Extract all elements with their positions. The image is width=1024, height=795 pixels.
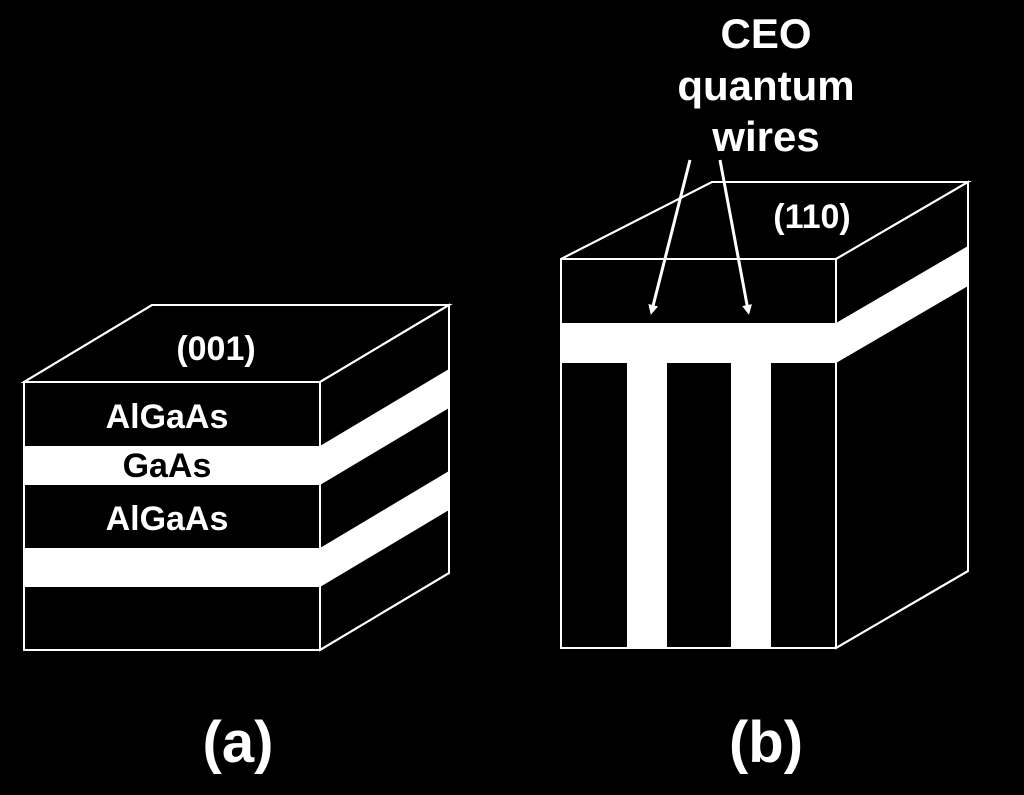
cube-a-layer-label-top: AlGaAs	[106, 398, 229, 436]
caption-b: (b)	[729, 710, 803, 775]
arrow-to-wire-1	[648, 159, 692, 315]
cube-b-front-face	[560, 258, 837, 649]
caption-a: (a)	[203, 710, 274, 775]
cube-b-top-face-label: (110)	[773, 198, 851, 236]
cube-b: (110)	[560, 180, 972, 650]
cube-b-quantum-well-2	[731, 363, 771, 648]
cube-a-layer-label-bottom: AlGaAs	[106, 500, 229, 538]
cube-a-lower-band-side	[320, 471, 449, 587]
cube-a-top-face-label: (001)	[176, 330, 255, 368]
cube-a-front-face	[23, 381, 321, 651]
cube-a-gaas-band-side	[320, 369, 449, 485]
cube-b-right-face	[835, 180, 969, 650]
arrow-to-wire-2	[718, 159, 752, 315]
cube-a: (001) AlGaAs GaAs AlGaAs	[20, 303, 453, 652]
cube-a-lower-band-front	[24, 548, 320, 587]
annotation-line-1: CEO	[720, 10, 811, 57]
cube-b-overgrowth-band-side	[836, 246, 968, 363]
cube-a-layer-label-gaas: GaAs	[123, 447, 212, 485]
cube-b-quantum-well-1	[627, 363, 667, 648]
cube-a-gaas-band-front	[24, 446, 320, 485]
annotation-line-2: quantum	[677, 62, 854, 109]
annotation-line-3: wires	[711, 113, 819, 160]
cube-b-overgrowth-band-front	[561, 323, 836, 363]
